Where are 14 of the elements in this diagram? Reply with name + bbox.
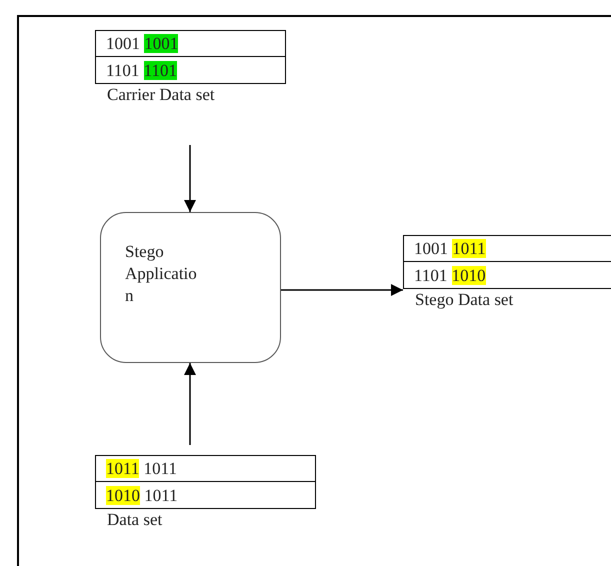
table-caption: Data set bbox=[106, 509, 162, 531]
table-row-text: 1101 1010 bbox=[413, 264, 487, 286]
arrow bbox=[184, 363, 196, 445]
table-row: 1011 1011 bbox=[96, 456, 315, 482]
table-caption: Stego Data set bbox=[414, 289, 514, 311]
process-label: Stego Applicatio n bbox=[125, 241, 198, 307]
table-row: 1001 1001 bbox=[96, 31, 285, 57]
table-caption: Carrier Data set bbox=[106, 84, 215, 106]
table-row-text: 1101 1101 bbox=[105, 60, 178, 82]
arrow bbox=[184, 145, 196, 212]
arrow bbox=[281, 284, 403, 296]
table-row: 1001 1011 bbox=[404, 236, 611, 262]
table-row-text: 1010 1011 bbox=[105, 484, 179, 506]
process-box bbox=[100, 212, 281, 363]
